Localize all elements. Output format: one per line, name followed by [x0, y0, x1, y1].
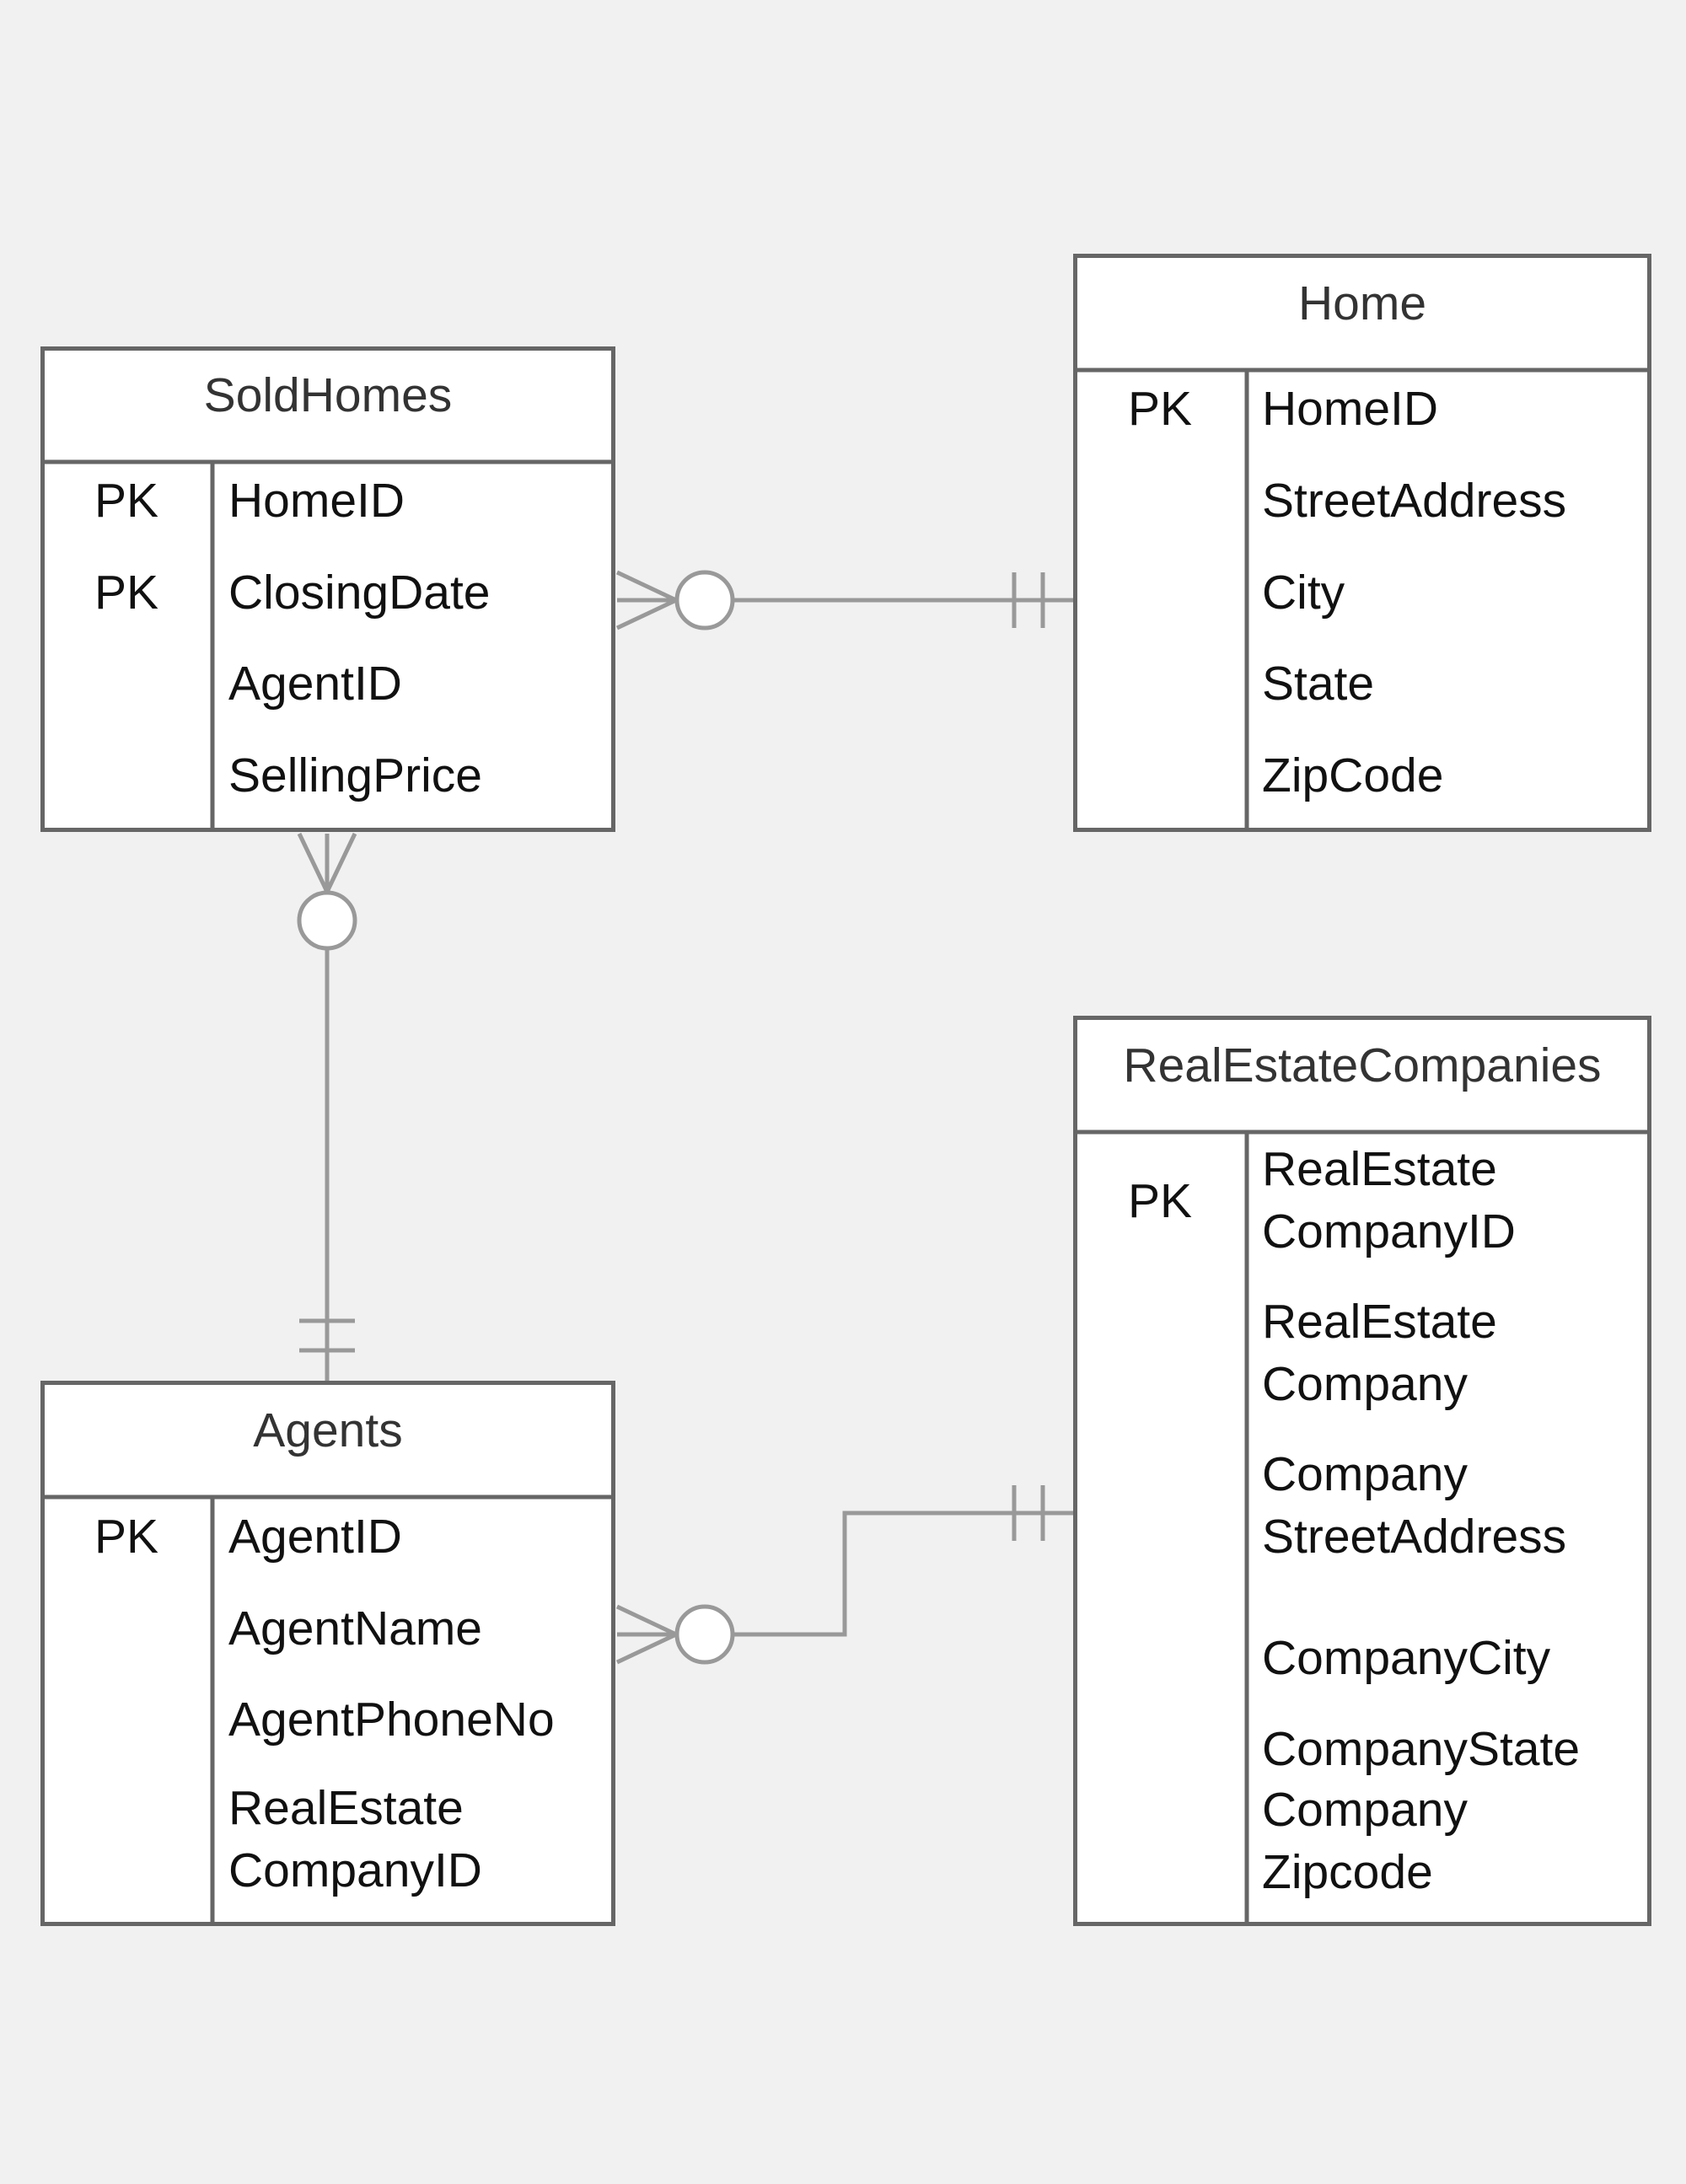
entity-agents: Agents PK AgentID AgentName AgentPhoneNo… [40, 1381, 615, 1926]
attribute-key: PK [94, 1510, 159, 1564]
one-mandatory-bars-icon [299, 1318, 355, 1353]
attribute-name: AgentID [228, 1510, 402, 1564]
zero-optional-icon [297, 890, 357, 951]
attribute-name: HomeID [228, 474, 405, 528]
relationship-soldhomes-home [615, 570, 1073, 631]
attribute-name: City [1262, 566, 1345, 620]
attribute-name: StreetAddress [1262, 474, 1567, 528]
entity-realestatecompanies: RealEstateCompanies PK RealEstate Compan… [1073, 1016, 1651, 1926]
attribute-name: RealEstate CompanyID [228, 1781, 482, 1897]
entity-title: Home [1297, 276, 1427, 330]
entity-frame [40, 346, 615, 832]
crowsfoot-many-icon [615, 570, 678, 631]
relationship-soldhomes-agents [297, 832, 357, 1382]
attribute-name: CompanyCity [1262, 1631, 1551, 1685]
attribute-key: PK [1127, 1174, 1193, 1228]
crowsfoot-many-icon [615, 1604, 678, 1665]
attribute-name: State [1262, 657, 1375, 711]
attribute-name: Company StreetAddress [1262, 1447, 1567, 1564]
entity-title: Agents [253, 1403, 403, 1457]
attribute-key: PK [1127, 382, 1193, 436]
attribute-key: PK [94, 566, 159, 620]
entity-soldhomes: SoldHomes PK HomeID PK ClosingDate Agent… [40, 346, 615, 832]
entity-frame [1073, 1016, 1651, 1926]
attribute-name: AgentID [228, 657, 402, 711]
connector-line [733, 1511, 1073, 1637]
attribute-name: RealEstate Company [1262, 1295, 1497, 1411]
entity-home: Home PK HomeID StreetAddress City State … [1073, 254, 1651, 832]
attribute-name: ZipCode [1262, 749, 1444, 802]
attribute-name: RealEstate CompanyID [1262, 1142, 1516, 1258]
entity-frame [40, 1381, 615, 1926]
entity-title: RealEstateCompanies [1123, 1038, 1602, 1092]
attribute-key: PK [94, 474, 159, 528]
one-mandatory-bars-icon [1012, 572, 1045, 628]
attribute-name: HomeID [1262, 382, 1439, 436]
zero-optional-icon [674, 1604, 735, 1665]
entity-title: SoldHomes [203, 368, 453, 422]
attribute-name: Company Zipcode [1262, 1783, 1468, 1899]
crowsfoot-many-icon [297, 832, 357, 893]
attribute-name: AgentName [228, 1602, 483, 1655]
attribute-name: ClosingDate [228, 566, 491, 620]
attribute-name: SellingPrice [228, 749, 482, 802]
entity-frame [1073, 254, 1651, 832]
relationship-agents-realestatecompanies [615, 1485, 1073, 1665]
attribute-name: AgentPhoneNo [228, 1693, 555, 1747]
zero-optional-icon [674, 570, 735, 631]
attribute-name: CompanyState [1262, 1722, 1581, 1776]
one-mandatory-bars-icon [1012, 1485, 1045, 1541]
